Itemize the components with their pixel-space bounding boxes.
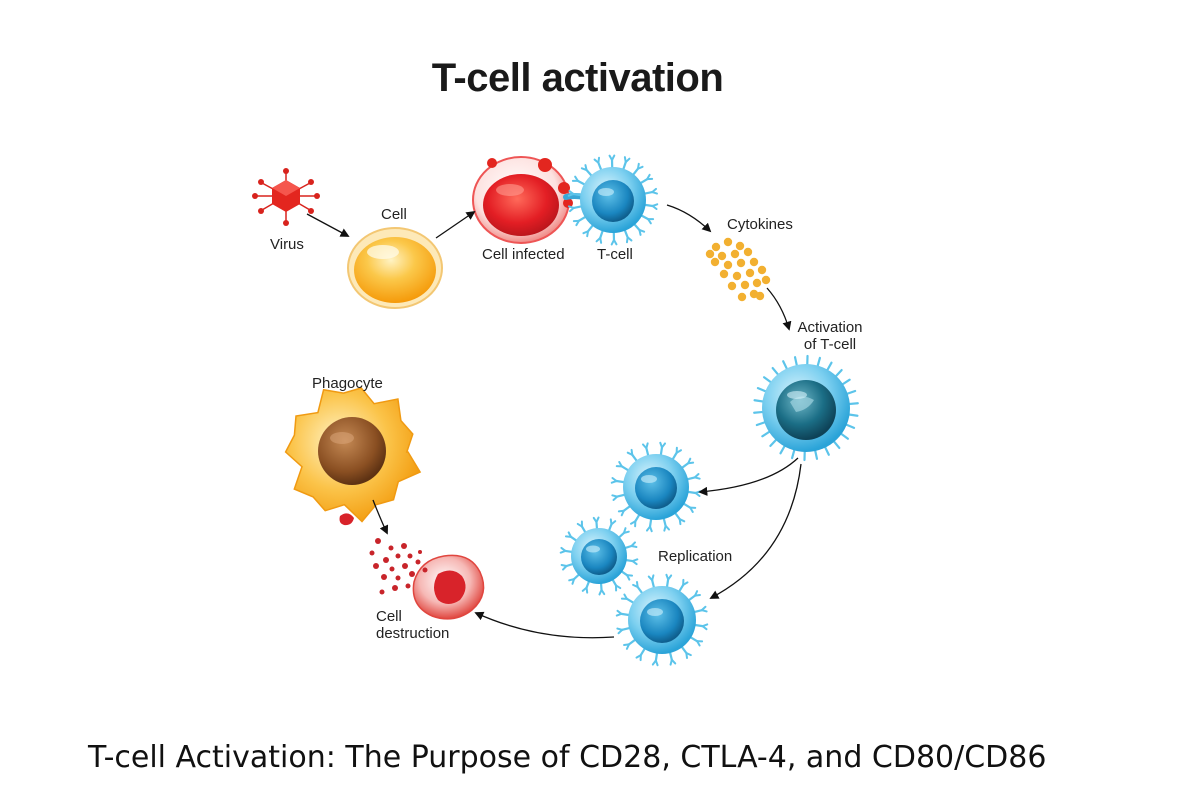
arrow-phagocyte-to-destruction xyxy=(372,499,389,535)
debris-particle xyxy=(402,563,408,569)
cytokine-dot xyxy=(730,249,740,259)
debris-particle xyxy=(422,567,428,573)
cytokine-dot xyxy=(723,237,733,247)
cytokine-dot xyxy=(727,281,737,291)
cytokine-dot xyxy=(723,260,733,270)
virus-icon xyxy=(252,168,320,226)
cytokine-dot xyxy=(717,251,727,261)
cytokine-dot xyxy=(711,242,721,252)
cytokine-dot xyxy=(757,265,767,275)
label-destruction-line2: destruction xyxy=(376,625,450,642)
label-destruction-line1: Cell xyxy=(376,608,402,625)
cytokine-dot xyxy=(737,292,747,302)
cytokine-dot xyxy=(749,257,759,267)
debris-particle xyxy=(418,550,422,554)
cytokine-dot xyxy=(740,280,750,290)
cytokine-dot xyxy=(732,271,742,281)
replicated-tcell-icon xyxy=(628,586,696,654)
replicated-tcell-icon xyxy=(623,454,689,520)
debris-particle xyxy=(401,543,407,549)
destroyed-cell-icon xyxy=(369,538,485,620)
debris-particle xyxy=(375,538,381,544)
cytokine-dot xyxy=(735,241,745,251)
label-virus: Virus xyxy=(270,236,304,253)
debris-particle xyxy=(383,557,389,563)
arrow-cell-to-infected xyxy=(435,210,476,239)
debris-particle xyxy=(395,575,401,581)
cell-icon xyxy=(347,227,443,309)
debris-particle xyxy=(373,563,379,569)
process-arrows xyxy=(306,204,802,639)
label-cell-destruction: Cell destruction xyxy=(376,608,449,642)
arrow-activation-to-replication-2 xyxy=(709,463,802,599)
label-cell: Cell xyxy=(381,206,407,223)
debris-particle xyxy=(407,553,413,559)
debris-particle xyxy=(379,589,385,595)
debris-particle xyxy=(405,583,411,589)
debris-particle xyxy=(388,545,394,551)
arrow-virus-to-cell xyxy=(306,213,350,237)
arrow-cytokines-to-activation xyxy=(766,287,792,331)
cytokine-dot xyxy=(705,249,715,259)
replicated-tcell-icon xyxy=(571,528,627,584)
cytokine-dot xyxy=(710,257,720,267)
debris-particle xyxy=(389,566,395,572)
phagocyte-icon xyxy=(284,387,422,526)
label-cytokines: Cytokines xyxy=(727,216,793,233)
debris-particle xyxy=(381,574,387,580)
label-activation-line2: of T-cell xyxy=(803,336,857,353)
debris-particle xyxy=(415,559,421,565)
label-cell-infected: Cell infected xyxy=(482,246,565,263)
arrow-tcell-to-cytokines xyxy=(666,204,712,233)
cytokine-dot xyxy=(719,269,729,279)
infected-cell-icon xyxy=(472,156,587,244)
cytokines-icon xyxy=(705,237,771,302)
tcell-icon xyxy=(580,167,646,233)
arrow-replication-to-destruction xyxy=(474,611,615,639)
cytokine-dot xyxy=(743,247,753,257)
diagram-title: T-cell activation xyxy=(431,56,724,100)
cytokine-dot xyxy=(761,275,771,285)
caption: T-cell Activation: The Purpose of CD28, … xyxy=(88,740,1047,775)
label-phagocyte: Phagocyte xyxy=(312,375,383,392)
activated-tcell-icon xyxy=(762,364,850,452)
cytokine-dot xyxy=(755,291,765,301)
debris-particle xyxy=(409,571,415,577)
cytokine-dot xyxy=(752,278,762,288)
label-replication: Replication xyxy=(658,548,733,565)
label-activation-line1: Activation xyxy=(797,319,863,336)
label-tcell: T-cell xyxy=(597,246,633,263)
cytokine-dot xyxy=(736,258,746,268)
debris-particle xyxy=(395,553,401,559)
debris-particle xyxy=(392,585,398,591)
cytokine-dot xyxy=(745,268,755,278)
arrow-activation-to-replication-1 xyxy=(698,457,799,496)
debris-particle xyxy=(369,550,375,556)
label-activation: Activation of T-cell xyxy=(795,319,865,353)
